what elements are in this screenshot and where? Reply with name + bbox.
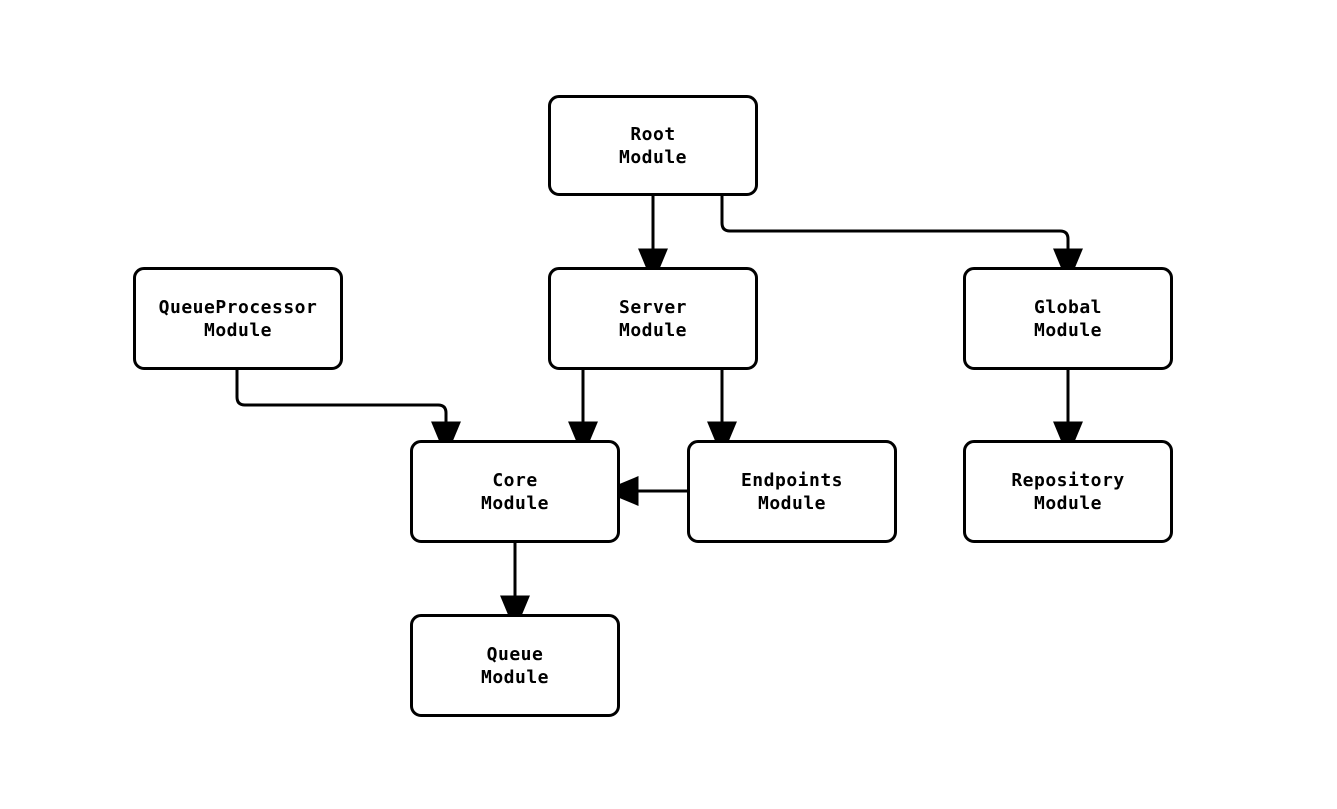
node-repository-label-primary: Repository	[1011, 469, 1125, 491]
node-server-label-secondary: Module	[618, 319, 688, 341]
node-queueprocessor-label-secondary: Module	[203, 319, 273, 341]
node-global-label-secondary: Module	[1033, 319, 1103, 341]
edge-group	[235, 196, 1083, 632]
node-core-label-secondary: Module	[480, 492, 550, 514]
node-queue-label-primary: Queue	[486, 643, 544, 665]
node-root-label-primary: Root	[630, 123, 676, 145]
node-global-label-primary: Global	[1033, 296, 1103, 318]
edge-root-to-global	[720, 196, 1083, 285]
node-endpoints-label-primary: Endpoints	[740, 469, 844, 491]
edge-queueprocessor-to-core	[235, 370, 461, 458]
node-root-label-secondary: Module	[618, 146, 688, 168]
node-queueprocessor-label-primary: QueueProcessor	[158, 296, 318, 318]
node-core-label-primary: Core	[492, 469, 538, 491]
node-server-label-primary: Server	[618, 296, 688, 318]
node-queue-label-secondary: Module	[480, 666, 550, 688]
node-endpoints-label-secondary: Module	[757, 492, 827, 514]
node-repository-label-secondary: Module	[1033, 492, 1103, 514]
